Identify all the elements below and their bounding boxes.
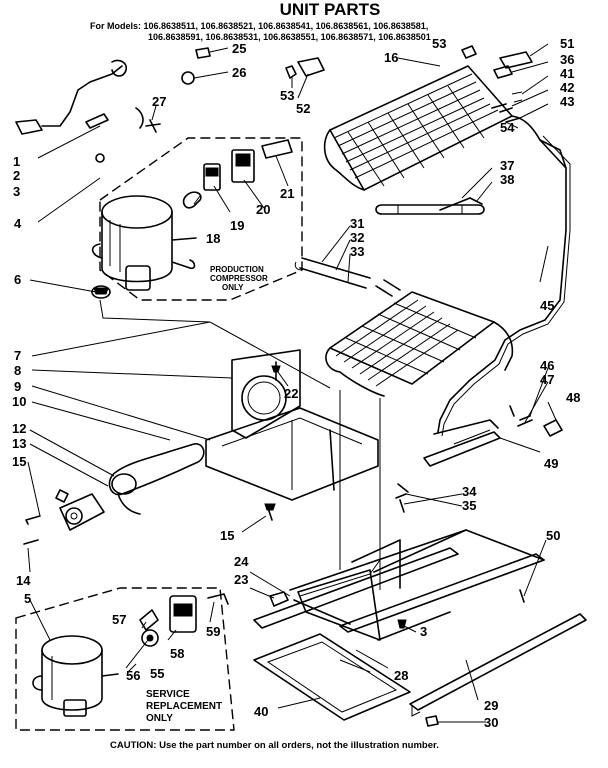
- callout-52: 52: [296, 101, 310, 116]
- callout-59: 59: [206, 624, 220, 639]
- callout-leaders: [27, 43, 557, 723]
- diagram-title: UNIT PARTS: [280, 0, 381, 19]
- callout-25: 25: [232, 41, 246, 56]
- production-compressor: [91, 195, 197, 291]
- service-note-1: SERVICE: [146, 689, 190, 700]
- callout-36: 36: [560, 52, 574, 67]
- callout-40: 40: [254, 704, 268, 719]
- callout-20: 20: [256, 202, 270, 217]
- callout-32: 32: [350, 230, 364, 245]
- service-note-2: REPLACEMENT: [146, 701, 222, 712]
- callout-26: 26: [232, 65, 246, 80]
- callout-31: 31: [350, 216, 364, 231]
- callout-42: 42: [560, 80, 574, 95]
- callout-34: 34: [462, 484, 477, 499]
- callout-5: 5: [24, 591, 31, 606]
- callout-1: 1: [13, 154, 20, 169]
- callout-53-right: 53: [432, 36, 446, 51]
- power-cord-parts: [15, 59, 144, 163]
- models-line-1: For Models: 106.8638511, 106.8638521, 10…: [90, 21, 428, 31]
- callout-13: 13: [12, 436, 26, 451]
- callout-50: 50: [546, 528, 560, 543]
- relay-parts: [182, 139, 293, 209]
- callout-35: 35: [462, 498, 476, 513]
- callout-55: 55: [150, 666, 164, 681]
- callout-15-left: 15: [12, 454, 26, 469]
- callout-56: 56: [126, 668, 140, 683]
- callout-24: 24: [234, 554, 249, 569]
- callout-49: 49: [544, 456, 558, 471]
- callout-4: 4: [14, 216, 22, 231]
- callout-8: 8: [14, 363, 21, 378]
- service-note-3: ONLY: [146, 713, 173, 724]
- callout-12: 12: [12, 421, 26, 436]
- callout-45: 45: [540, 298, 554, 313]
- callout-23: 23: [234, 572, 248, 587]
- production-note-3: ONLY: [222, 283, 244, 292]
- drain-trough: [423, 419, 501, 467]
- callout-33: 33: [350, 244, 364, 259]
- callout-57: 57: [112, 612, 126, 627]
- callout-37: 37: [500, 158, 514, 173]
- callout-28: 28: [394, 668, 408, 683]
- callout-16: 16: [384, 50, 398, 65]
- caution-note: CAUTION: Use the part number on all orde…: [110, 740, 439, 751]
- evaporator-coil: [325, 279, 514, 397]
- callout-21: 21: [280, 186, 294, 201]
- callout-58: 58: [170, 646, 184, 661]
- production-compressor-box: [99, 137, 303, 301]
- drier: [375, 197, 485, 215]
- condenser-coil: [323, 65, 567, 191]
- callout-48: 48: [566, 390, 580, 405]
- callout-41: 41: [560, 66, 574, 81]
- callout-10: 10: [12, 394, 26, 409]
- fan-shroud: [231, 349, 301, 439]
- callout-53-left: 53: [280, 88, 294, 103]
- callout-7: 7: [14, 348, 21, 363]
- callout-38: 38: [500, 172, 514, 187]
- callout-22: 22: [284, 386, 298, 401]
- callout-14: 14: [16, 573, 31, 588]
- production-note-1: PRODUCTION: [210, 265, 264, 274]
- callout-51: 51: [560, 36, 574, 51]
- service-relay-parts: [139, 593, 229, 647]
- service-compressor: [32, 635, 119, 717]
- base-bracket: [205, 407, 379, 501]
- callout-30: 30: [484, 715, 498, 730]
- callout-27: 27: [152, 94, 166, 109]
- fan-motor: [55, 443, 205, 531]
- base-frame: [253, 529, 587, 717]
- callout-3: 3: [420, 624, 427, 639]
- callout-47: 47: [540, 372, 554, 387]
- models-line-2: 106.8638591, 106.8638531, 106.8638551, 1…: [148, 32, 431, 42]
- production-note-2: COMPRESSOR: [210, 274, 268, 283]
- callout-15-center: 15: [220, 528, 234, 543]
- callout-43: 43: [560, 94, 574, 109]
- callout-6: 6: [14, 272, 21, 287]
- callout-46: 46: [540, 358, 554, 373]
- service-replacement-box: [15, 587, 235, 731]
- callout-2: 2: [13, 168, 20, 183]
- callout-19: 19: [230, 218, 244, 233]
- tubing: [437, 139, 567, 433]
- callout-labels: 1 2 3 4 6 7 8 9 10 12 13 15 14 5 25 26 2…: [12, 36, 580, 730]
- callout-18: 18: [206, 231, 220, 246]
- callout-9: 9: [14, 379, 21, 394]
- callout-29: 29: [484, 698, 498, 713]
- callout-54: 54: [500, 120, 515, 135]
- drain-pan: [253, 633, 411, 721]
- callout-3-top: 3: [13, 184, 20, 199]
